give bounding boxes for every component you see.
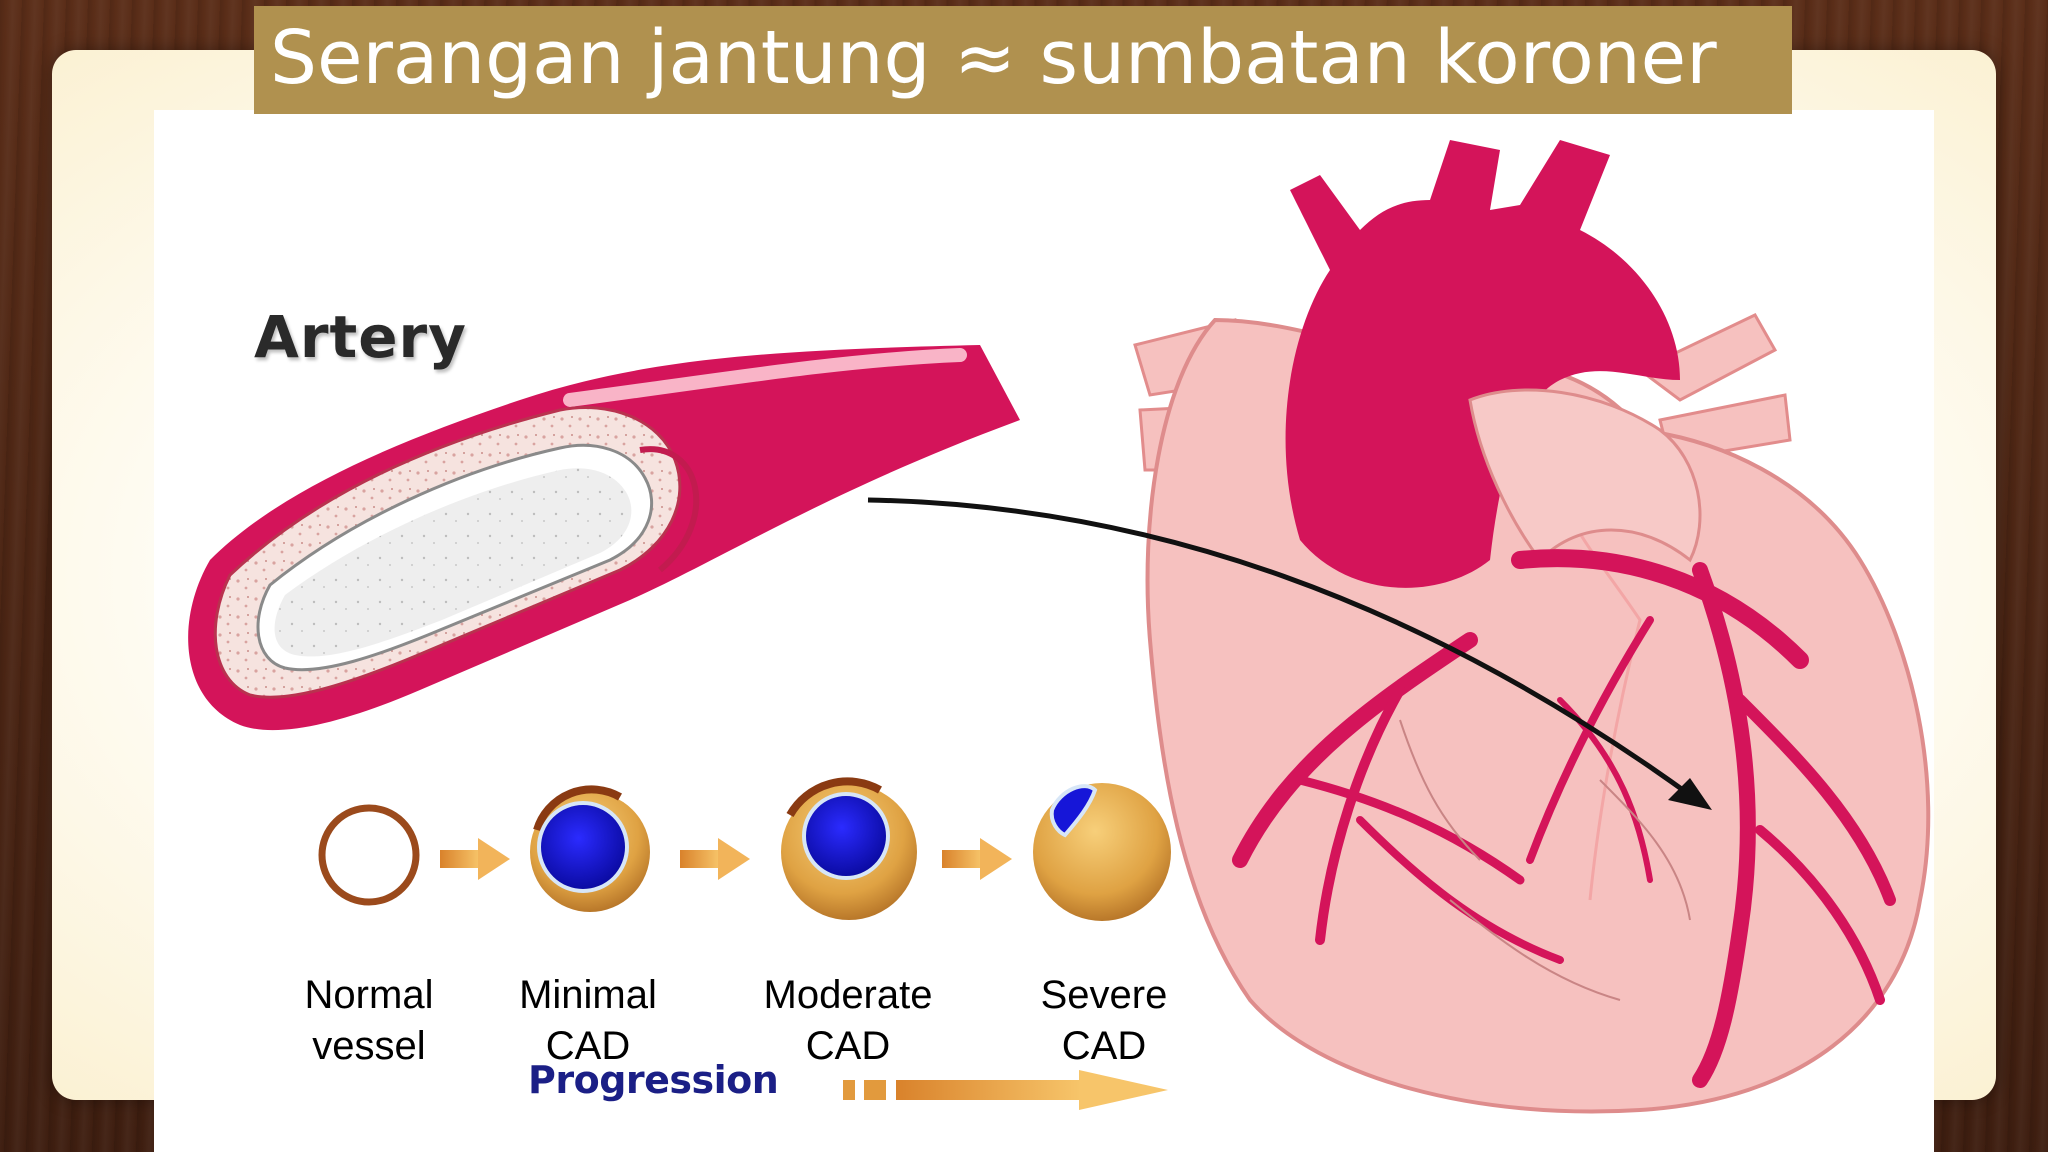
severe-cad-circle [1033,783,1171,921]
cad-progression [318,777,1171,1110]
stage-label-normal: Normal vessel [304,973,434,1068]
pointer-arrow [867,497,1712,810]
stage-arrow-2 [680,838,750,880]
stage-arrow-1 [440,838,510,880]
stage-arrow-3 [942,838,1012,880]
normal-vessel-circle [318,804,420,906]
artery-label: Artery [254,303,467,371]
title-bar: Serangan jantung ≈ sumbatan koroner [254,6,1792,114]
progression-arrow [843,1070,1168,1110]
stage-label-moderate: Moderate CAD [763,973,933,1068]
moderate-cad-circle [781,777,917,920]
minimal-cad-circle [530,785,650,912]
heart-illustration [1133,140,1931,1114]
stage-label-severe: Severe CAD [1040,973,1168,1068]
slide-title: Serangan jantung ≈ sumbatan koroner [270,15,1717,101]
progression-label: Progression [528,1058,779,1102]
stage-label-minimal: Minimal CAD [519,973,657,1068]
artery-cross-section [188,345,1021,731]
